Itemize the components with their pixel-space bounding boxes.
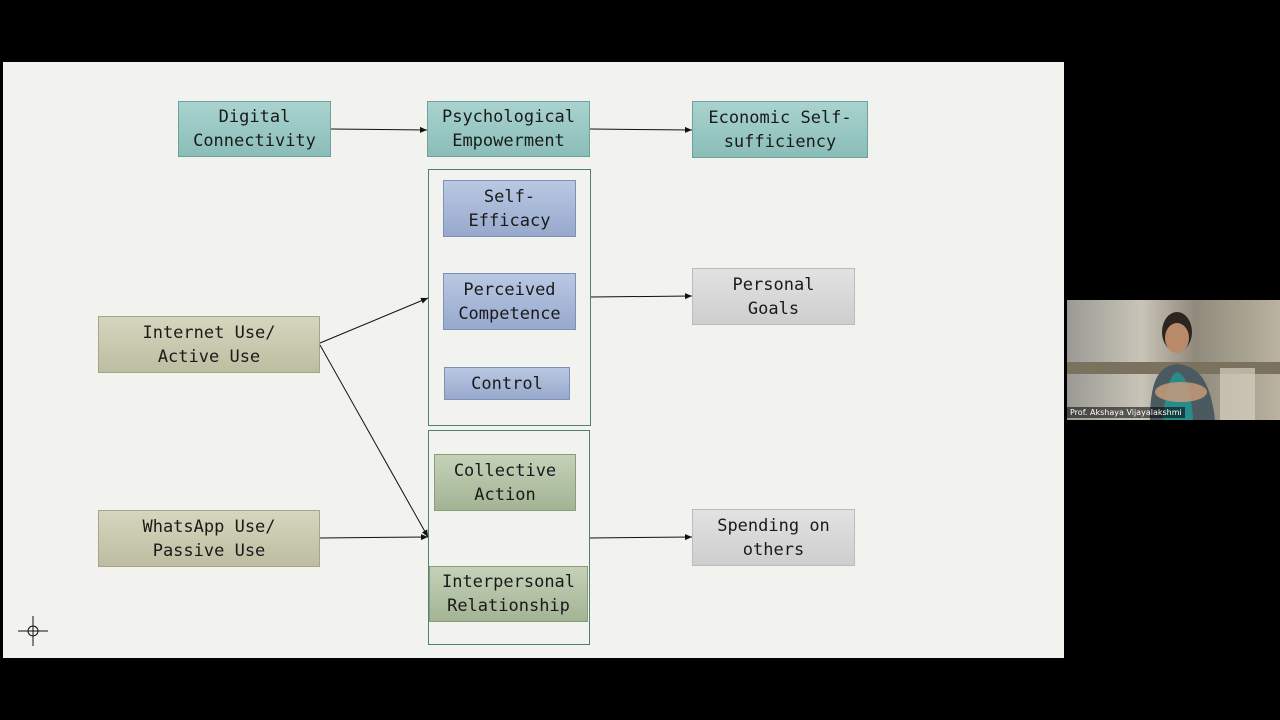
crosshair-cursor-icon xyxy=(18,616,48,646)
node-perceived-competence: Perceived Competence xyxy=(443,273,576,330)
node-interpersonal-relationship: Interpersonal Relationship xyxy=(429,566,588,622)
social-group xyxy=(428,430,590,645)
node-personal-goals: Personal Goals xyxy=(692,268,855,325)
node-spending-on-others: Spending on others xyxy=(692,509,855,566)
node-psychological-empowerment: Psychological Empowerment xyxy=(427,101,590,157)
node-economic-self-sufficiency: Economic Self- sufficiency xyxy=(692,101,868,158)
node-collective-action: Collective Action xyxy=(434,454,576,511)
node-whatsapp-use: WhatsApp Use/ Passive Use xyxy=(98,510,320,567)
node-digital-connectivity: Digital Connectivity xyxy=(178,101,331,157)
node-self-efficacy: Self- Efficacy xyxy=(443,180,576,237)
participant-video-tile[interactable]: Prof. Akshaya Vijayalakshmi xyxy=(1067,300,1280,420)
psychological-empowerment-group xyxy=(428,169,591,426)
node-control: Control xyxy=(444,367,570,400)
participant-name-label: Prof. Akshaya Vijayalakshmi xyxy=(1067,407,1185,418)
node-internet-use: Internet Use/ Active Use xyxy=(98,316,320,373)
participant-video-feed xyxy=(1150,312,1255,420)
